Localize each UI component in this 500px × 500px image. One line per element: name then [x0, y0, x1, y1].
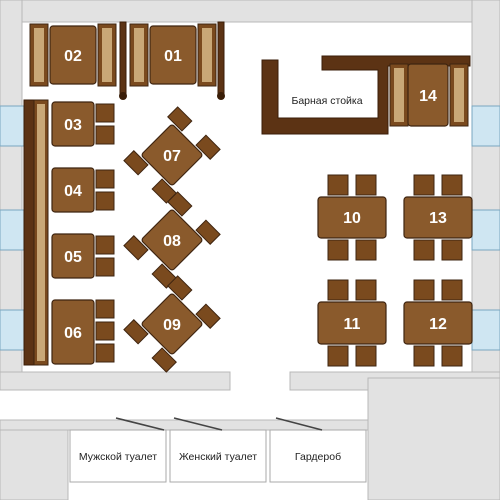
- table-09-label: 09: [163, 317, 181, 334]
- svg-text:03: 03: [64, 117, 82, 134]
- svg-text:13: 13: [429, 210, 447, 227]
- mens-toilet-label: Мужской туалет: [79, 451, 157, 463]
- svg-text:12: 12: [429, 316, 447, 333]
- window-right-3: [471, 309, 500, 351]
- table-08[interactable]: [123, 191, 221, 289]
- table-14[interactable]: 14: [407, 63, 449, 127]
- womens-toilet-label: Женский туалет: [179, 451, 257, 463]
- svg-text:06: 06: [64, 325, 82, 342]
- room-womens-toilet[interactable]: Женский туалет: [169, 417, 267, 483]
- table-12[interactable]: 12: [403, 279, 473, 367]
- booth-area-top: [29, 21, 225, 100]
- table-02[interactable]: 02: [49, 25, 97, 85]
- svg-text:14: 14: [419, 88, 437, 105]
- svg-text:01: 01: [164, 48, 182, 65]
- bar-counter-label: Барная стойка: [291, 95, 362, 107]
- table-07[interactable]: [123, 106, 221, 204]
- svg-text:04: 04: [64, 183, 82, 200]
- table-06[interactable]: 06: [51, 299, 115, 365]
- table-05[interactable]: 05: [51, 233, 115, 279]
- windows: [0, 105, 500, 351]
- cloakroom-label: Гардероб: [295, 451, 341, 463]
- window-right-1: [471, 105, 500, 147]
- table-03[interactable]: 03: [51, 101, 115, 147]
- room-cloakroom[interactable]: Гардероб: [269, 417, 367, 483]
- table-04[interactable]: 04: [51, 167, 115, 213]
- table-07-label: 07: [163, 148, 181, 165]
- window-right-2: [471, 209, 500, 251]
- table-13[interactable]: 13: [403, 174, 473, 261]
- svg-text:11: 11: [344, 316, 361, 333]
- window-left-3: [0, 309, 25, 351]
- table-08-label: 08: [163, 233, 181, 250]
- window-left-1: [0, 105, 25, 147]
- table-10[interactable]: 10: [317, 174, 387, 261]
- bar-counter: Барная стойка: [261, 55, 471, 135]
- table-11[interactable]: 11: [317, 279, 387, 367]
- svg-text:10: 10: [343, 210, 361, 227]
- svg-text:02: 02: [64, 48, 82, 65]
- window-left-2: [0, 209, 25, 251]
- table-01[interactable]: 01: [149, 25, 197, 85]
- room-mens-toilet[interactable]: Мужской туалет: [69, 417, 167, 483]
- svg-text:05: 05: [64, 249, 82, 266]
- table-09[interactable]: [123, 275, 221, 373]
- left-bench: [23, 99, 49, 366]
